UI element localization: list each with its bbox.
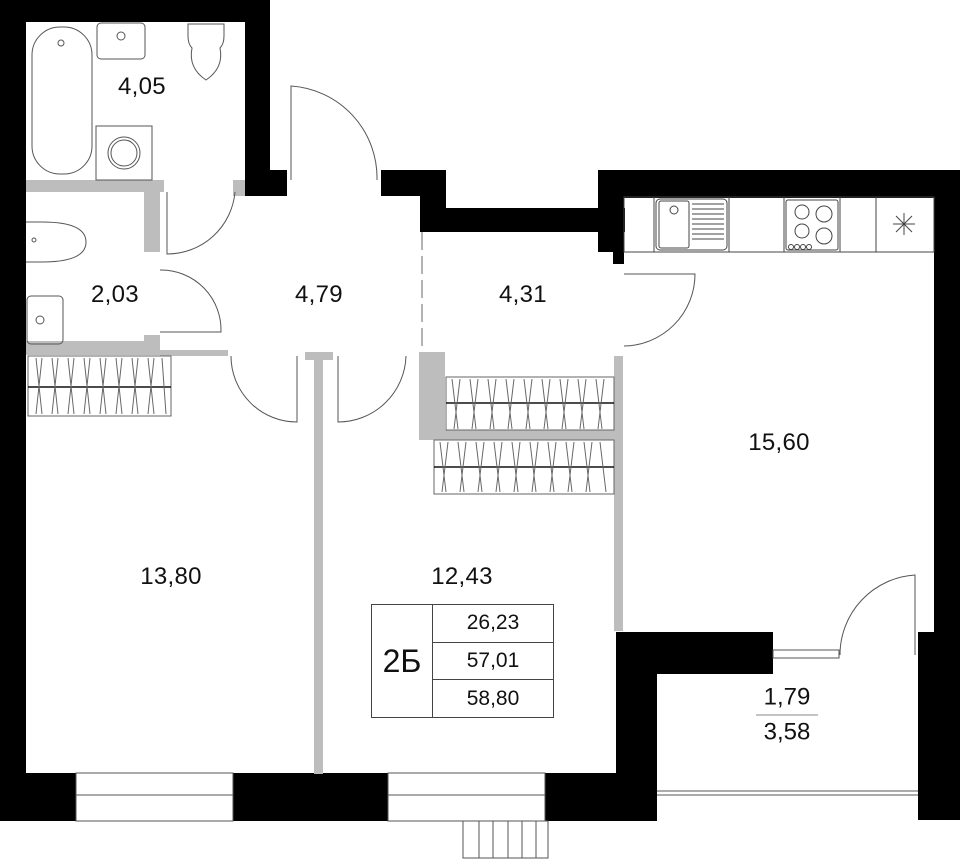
fridge-asterisk-icon xyxy=(893,213,915,235)
bathroom-fixtures xyxy=(31,22,225,181)
entrance-door xyxy=(290,85,378,181)
balcony-area: 1,79 3,58 xyxy=(756,684,818,747)
kitchen-sink-icon xyxy=(655,198,728,251)
room-area-bathroom: 4,05 xyxy=(118,73,166,100)
toilet-icon xyxy=(187,23,225,81)
room-area-kitchen-living: 15,60 xyxy=(748,429,810,456)
apartment-summary-table: 2Б 26,23 57,01 58,80 xyxy=(371,604,554,718)
toilet-icon xyxy=(26,221,87,263)
room-area-wc: 2,03 xyxy=(91,281,139,308)
doors xyxy=(160,85,916,656)
total-area-with-balcony: 58,80 xyxy=(466,686,520,710)
fraction-divider xyxy=(756,714,818,716)
room-area-bedroom-2: 12,43 xyxy=(431,563,493,590)
living-area: 26,23 xyxy=(433,605,553,643)
radiator xyxy=(462,820,549,859)
kitchen-door xyxy=(623,273,696,347)
room-area-hallway: 4,79 xyxy=(295,281,343,308)
bathtub-icon xyxy=(31,26,93,175)
bedroom1-door xyxy=(230,355,298,423)
room-area-corridor: 4,31 xyxy=(499,281,547,308)
windows xyxy=(75,649,918,822)
bathroom-door xyxy=(166,191,236,255)
wardrobe-1 xyxy=(27,355,172,417)
wc-door xyxy=(160,269,222,333)
room-area-bedroom-1: 13,80 xyxy=(140,563,202,590)
washing-machine-icon xyxy=(95,125,153,181)
wc-fixtures xyxy=(26,221,87,345)
sink-icon xyxy=(96,22,146,60)
stove-icon xyxy=(785,199,839,251)
balcony-area-reduced: 1,79 xyxy=(763,683,811,711)
total-area: 57,01 xyxy=(433,643,553,681)
exterior-walls xyxy=(0,0,960,821)
balcony-area-full: 3,58 xyxy=(763,718,811,746)
bedroom2-door xyxy=(337,355,407,423)
wardrobe-2 xyxy=(433,376,615,495)
kitchen-counter xyxy=(623,196,935,253)
sink-icon xyxy=(26,295,64,345)
balcony-door xyxy=(839,574,916,656)
partitions xyxy=(26,180,623,774)
apartment-type: 2Б xyxy=(372,605,433,717)
